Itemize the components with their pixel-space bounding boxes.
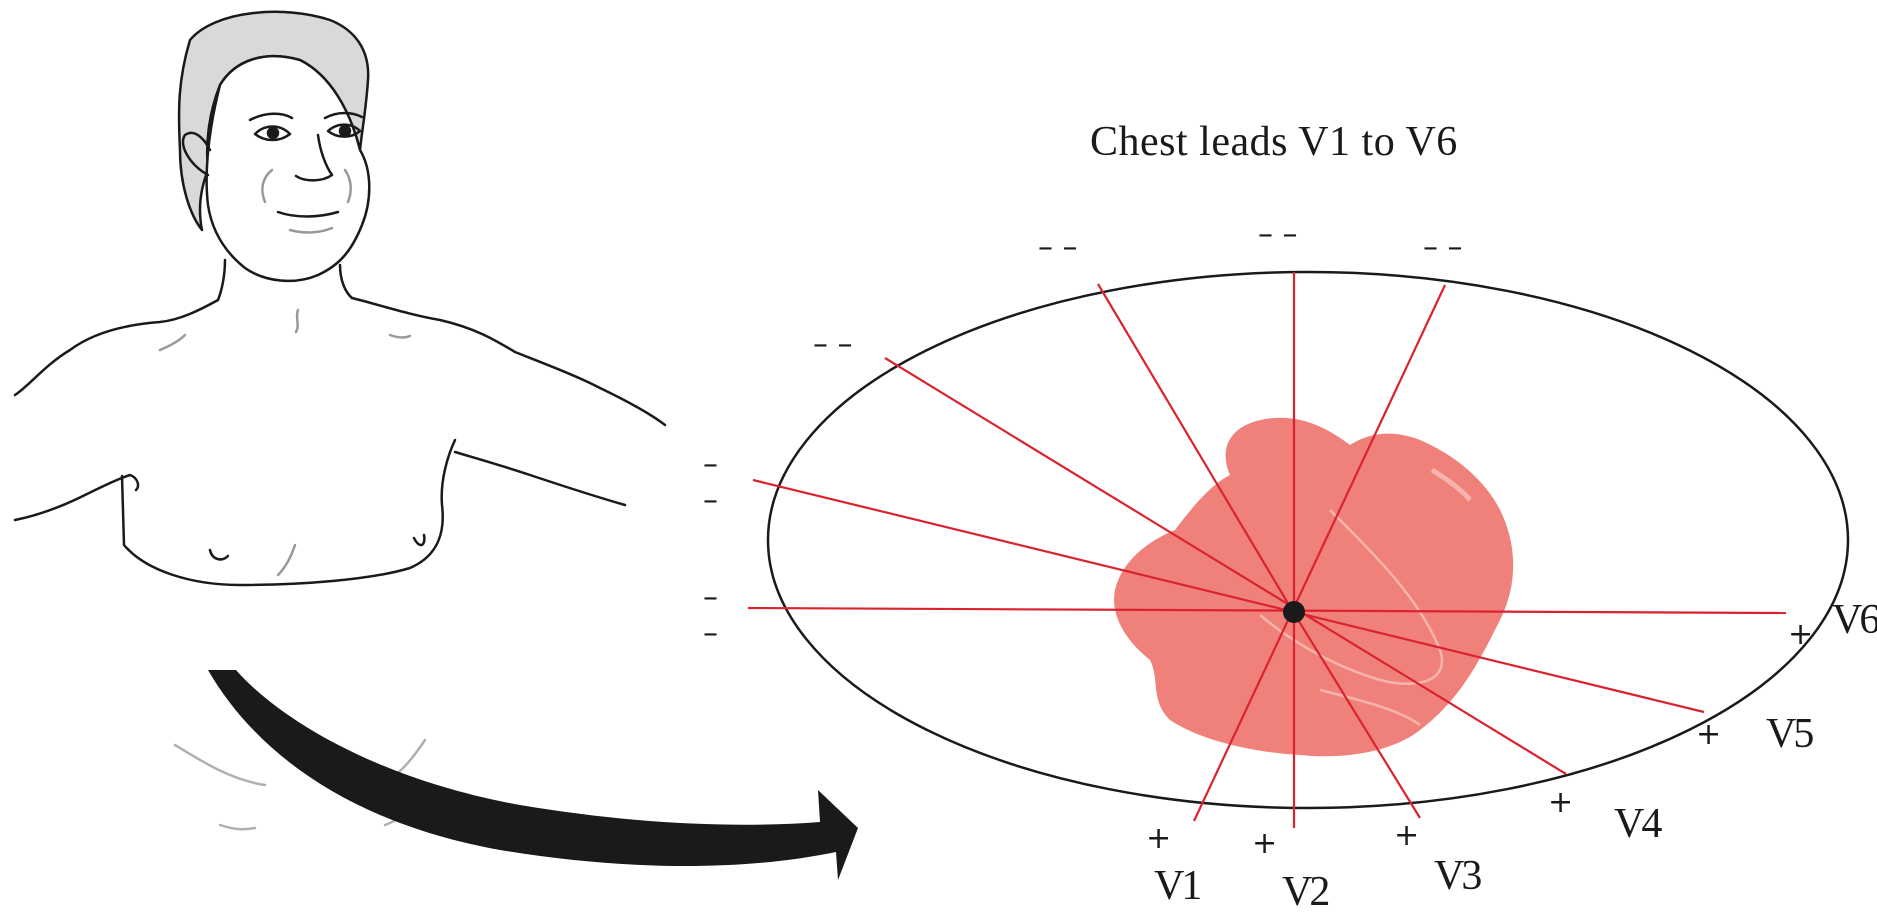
left-shoulder [13, 298, 220, 397]
clavicle-left [158, 333, 187, 352]
right-pupil [338, 124, 352, 138]
lead-label-v3: V3 [1434, 853, 1482, 899]
chin-line [288, 226, 334, 234]
torso [120, 438, 457, 587]
positive-sign-v5: + [1696, 717, 1722, 752]
diagram-title: Chest leads V1 to V6 [1090, 119, 1458, 165]
clavicle-right [388, 333, 412, 339]
heart-highlight-1 [1430, 467, 1472, 502]
cheek-line [261, 168, 274, 204]
heart-center-point [1283, 601, 1305, 623]
right-arm-lower [453, 450, 627, 507]
cheek-line-right [343, 168, 352, 204]
abdomen-line-3 [393, 738, 427, 777]
lead-line-v1-lower [1291, 609, 1421, 819]
negative-sign-v1: – – [1038, 230, 1078, 265]
lead-label-v1: V1 [1154, 863, 1202, 909]
positive-sign-v4: + [1548, 785, 1574, 820]
negative-sign-v5: – – [703, 447, 718, 518]
negative-sign-v3: – – [1423, 230, 1463, 265]
right-shoulder [350, 296, 667, 427]
lead-label-v2: V2 [1282, 869, 1330, 915]
lead-label-v6: V6 [1832, 597, 1877, 643]
left-eye [253, 125, 292, 142]
neck [216, 258, 354, 302]
negative-sign-v4: – – [813, 327, 853, 362]
chest-cross-section [766, 270, 1850, 810]
left-pupil [266, 126, 280, 140]
man-figure [13, 10, 667, 831]
ear [181, 131, 212, 177]
abdomen-line-1 [173, 743, 267, 787]
lead-lines [747, 272, 1787, 828]
lead-label-v5: V5 [1766, 711, 1814, 757]
left-brow [248, 112, 294, 122]
negative-sign-v6: – – [703, 580, 718, 651]
left-arm-lower [13, 473, 140, 522]
abdomen-line-2 [218, 823, 257, 831]
sternum-line [276, 543, 297, 577]
lead-line-v3 [1193, 284, 1446, 822]
left-nipple [208, 548, 230, 561]
heart-highlight-2 [1259, 509, 1444, 685]
nose [294, 133, 334, 182]
right-eye [326, 123, 362, 138]
right-nipple [412, 533, 426, 547]
face-outline [205, 55, 371, 283]
negative-sign-v2: – – [1258, 217, 1298, 252]
heart-highlight-3 [1319, 688, 1421, 727]
heart-illustration [1114, 417, 1514, 757]
positive-sign-v3: + [1394, 818, 1420, 853]
lead-line-v6 [747, 606, 1787, 615]
positive-sign-v6: + [1788, 617, 1814, 652]
lead-line-v5 [752, 478, 1705, 714]
lead-label-v4: V4 [1614, 801, 1662, 847]
right-brow [323, 111, 364, 120]
heart-shape [1114, 417, 1514, 757]
positive-sign-v1: + [1146, 821, 1172, 856]
lead-line-v4 [884, 357, 1567, 775]
curved-arrow [208, 670, 858, 880]
throat-line [294, 308, 300, 334]
positive-sign-v2: + [1252, 826, 1278, 861]
lead-line-v1 [1097, 283, 1293, 611]
mouth [276, 210, 340, 218]
